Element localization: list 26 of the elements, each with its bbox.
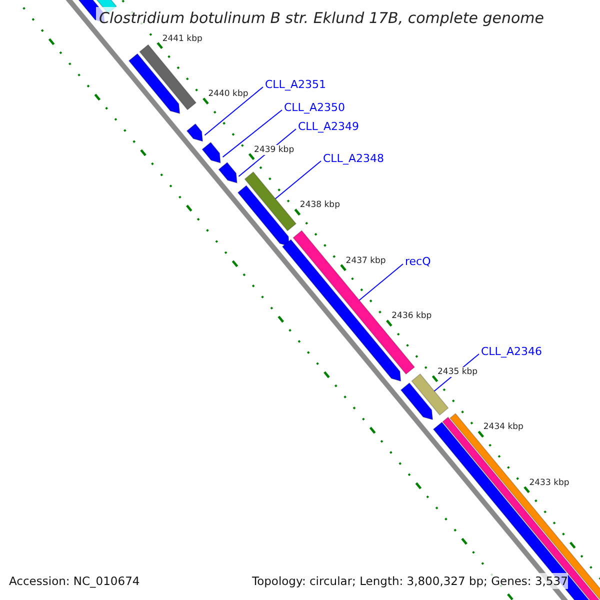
gene-label: CLL_A2348	[323, 152, 384, 165]
scale-label: 2437 kbp	[346, 256, 386, 266]
gene-feature	[202, 142, 221, 164]
gene-label: CLL_A2351	[265, 78, 326, 91]
gene-label: CLL_A2350	[284, 101, 345, 114]
gene-label: CLL_A2346	[481, 345, 542, 358]
leader-line	[222, 110, 282, 158]
scale-label: 2433 kbp	[529, 478, 570, 488]
gene-label: recQ	[405, 255, 431, 268]
gene-feature	[244, 171, 297, 232]
scale-label: 2441 kbp	[162, 34, 202, 44]
scale-label: 2435 kbp	[438, 366, 478, 377]
scale-label: 2436 kbp	[392, 311, 432, 322]
leader-line	[204, 86, 264, 136]
accession-text: Accession: NC_010674	[9, 573, 140, 589]
genome-info-text: Topology: circular; Length: 3,800,327 bp; Genes: 3,537	[252, 573, 568, 589]
gene-feature	[411, 373, 449, 416]
gene-feature	[186, 123, 204, 142]
scale-label: 2439 kbp	[254, 144, 294, 155]
scale-label: 2434 kbp	[483, 422, 524, 432]
scale-label: 2438 kbp	[300, 200, 340, 210]
leader-line	[274, 160, 322, 200]
gene-label: CLL_A2349	[298, 120, 359, 133]
gene-feature	[218, 162, 238, 184]
leader-line	[358, 264, 404, 301]
scale-label: 2440 kbp	[208, 89, 248, 100]
